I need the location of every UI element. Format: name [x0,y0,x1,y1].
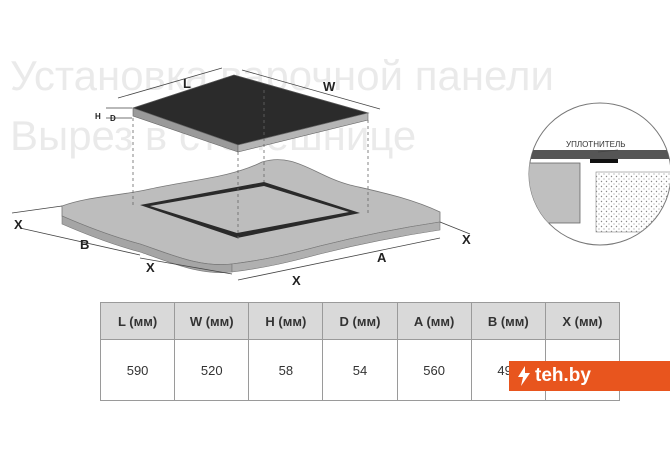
header-A: A (мм) [396,302,472,340]
countertop [61,159,441,273]
header-W: W (мм) [174,302,250,340]
seal-label: УПЛОТНИТЕЛЬ [566,140,625,149]
label-L: L [183,76,191,91]
header-L: L (мм) [99,302,176,340]
label-A: A [377,250,387,265]
label-H: H [95,112,101,121]
value-W: 520 [174,339,250,401]
label-B: B [80,237,89,252]
header-X: X (мм) [544,302,621,340]
dimension-lines [11,67,471,281]
seal-detail-inset [528,102,670,246]
header-B: B (мм) [470,302,546,340]
projection-lines [132,90,369,240]
value-H: 58 [248,339,324,401]
label-X-bottom: X [292,273,301,288]
label-X-left: X [14,217,23,232]
installation-diagram: Установка варочной панели Вырез в столеш… [10,52,670,288]
hob-panel [131,74,370,153]
table-header-row: L (мм) W (мм) H (мм) D (мм) A (мм) B (мм… [99,302,621,340]
label-D: D [110,114,116,123]
label-X-front: X [146,260,155,275]
header-H: H (мм) [248,302,324,340]
watermark-text: teh.by [535,365,591,386]
bolt-icon [518,366,530,386]
value-D: 54 [322,339,398,401]
value-L: 590 [99,339,176,401]
label-W: W [323,79,336,94]
teh-by-watermark: teh.by [509,361,670,391]
label-X-right: X [462,232,471,247]
value-A: 560 [396,339,472,401]
header-D: D (мм) [322,302,398,340]
